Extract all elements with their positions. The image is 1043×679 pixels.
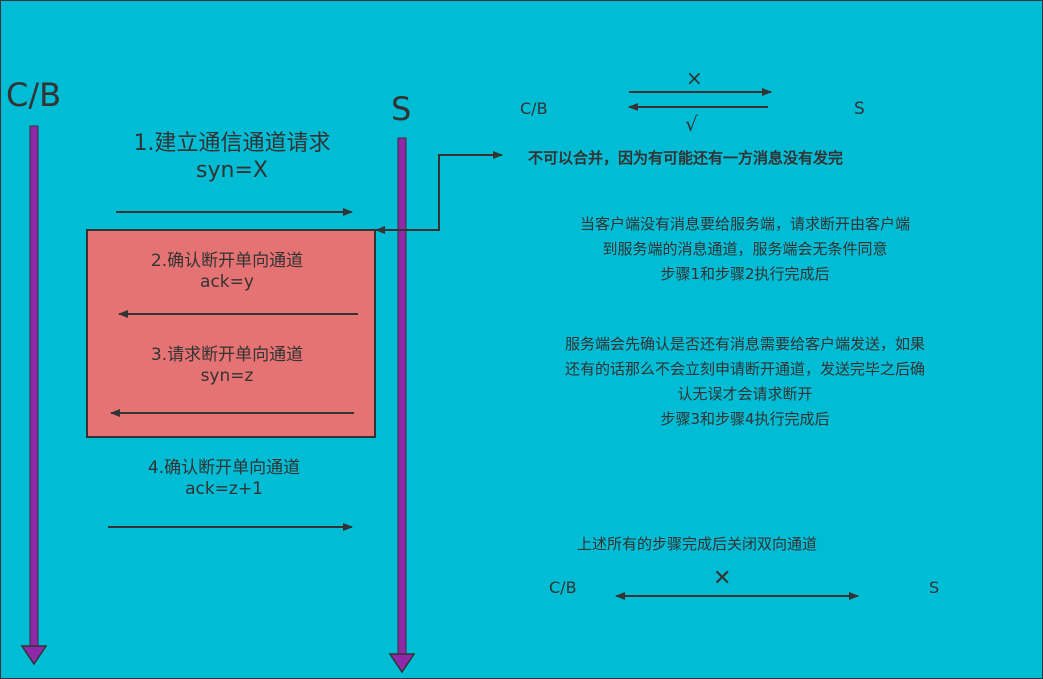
note-para2-line1: 服务端会先确认是否还有消息需要给客户端发送，如果 <box>564 335 925 353</box>
note-para1-line3: 步骤1和步骤2执行完成后 <box>660 265 830 283</box>
step2-title: 2.确认断开单向通道 <box>150 251 304 271</box>
bottom-cross: ✕ <box>713 566 732 591</box>
note-para2-line4: 步骤3和步骤4执行完成后 <box>660 410 830 428</box>
step1-value: syn=X <box>196 158 268 183</box>
note-para2-line3: 认无误才会请求断开 <box>677 385 813 403</box>
client-lifeline <box>29 125 39 647</box>
server-lifeline-arrowhead <box>388 653 416 674</box>
note-para2-line2: 还有的话那么不会立刻申请断开通道，发送完毕之后确 <box>564 360 925 378</box>
step3-value: syn=z <box>200 366 254 386</box>
note-para1-line1: 当客户端没有消息要给服务端，请求断开由客户端 <box>579 215 910 233</box>
step4-title: 4.确认断开单向通道 <box>147 458 301 478</box>
top-client-label: C/B <box>520 99 548 118</box>
note-para1-line2: 到服务端的消息通道，服务端会无条件同意 <box>602 240 888 258</box>
server-label: S <box>391 90 412 128</box>
client-label: C/B <box>6 76 62 114</box>
top-cross: × <box>686 66 703 90</box>
step2-value: ack=y <box>200 272 254 292</box>
merge-connector <box>375 151 503 234</box>
final-note: 上述所有的步骤完成后关闭双向通道 <box>577 535 818 553</box>
bottom-client-label: C/B <box>549 578 577 597</box>
merge-note: 不可以合并，因为有可能还有一方消息没有发完 <box>528 149 844 167</box>
client-lifeline-arrowhead <box>20 645 48 666</box>
step4-value: ack=z+1 <box>185 479 263 499</box>
step1-title: 1.建立通信通道请求 <box>133 131 331 156</box>
bottom-server-label: S <box>929 578 940 597</box>
server-lifeline <box>397 137 407 655</box>
top-check: √ <box>685 112 698 136</box>
step3-title: 3.请求断开单向通道 <box>150 345 304 365</box>
disconnect-box <box>86 229 376 438</box>
top-server-label: S <box>854 99 865 119</box>
